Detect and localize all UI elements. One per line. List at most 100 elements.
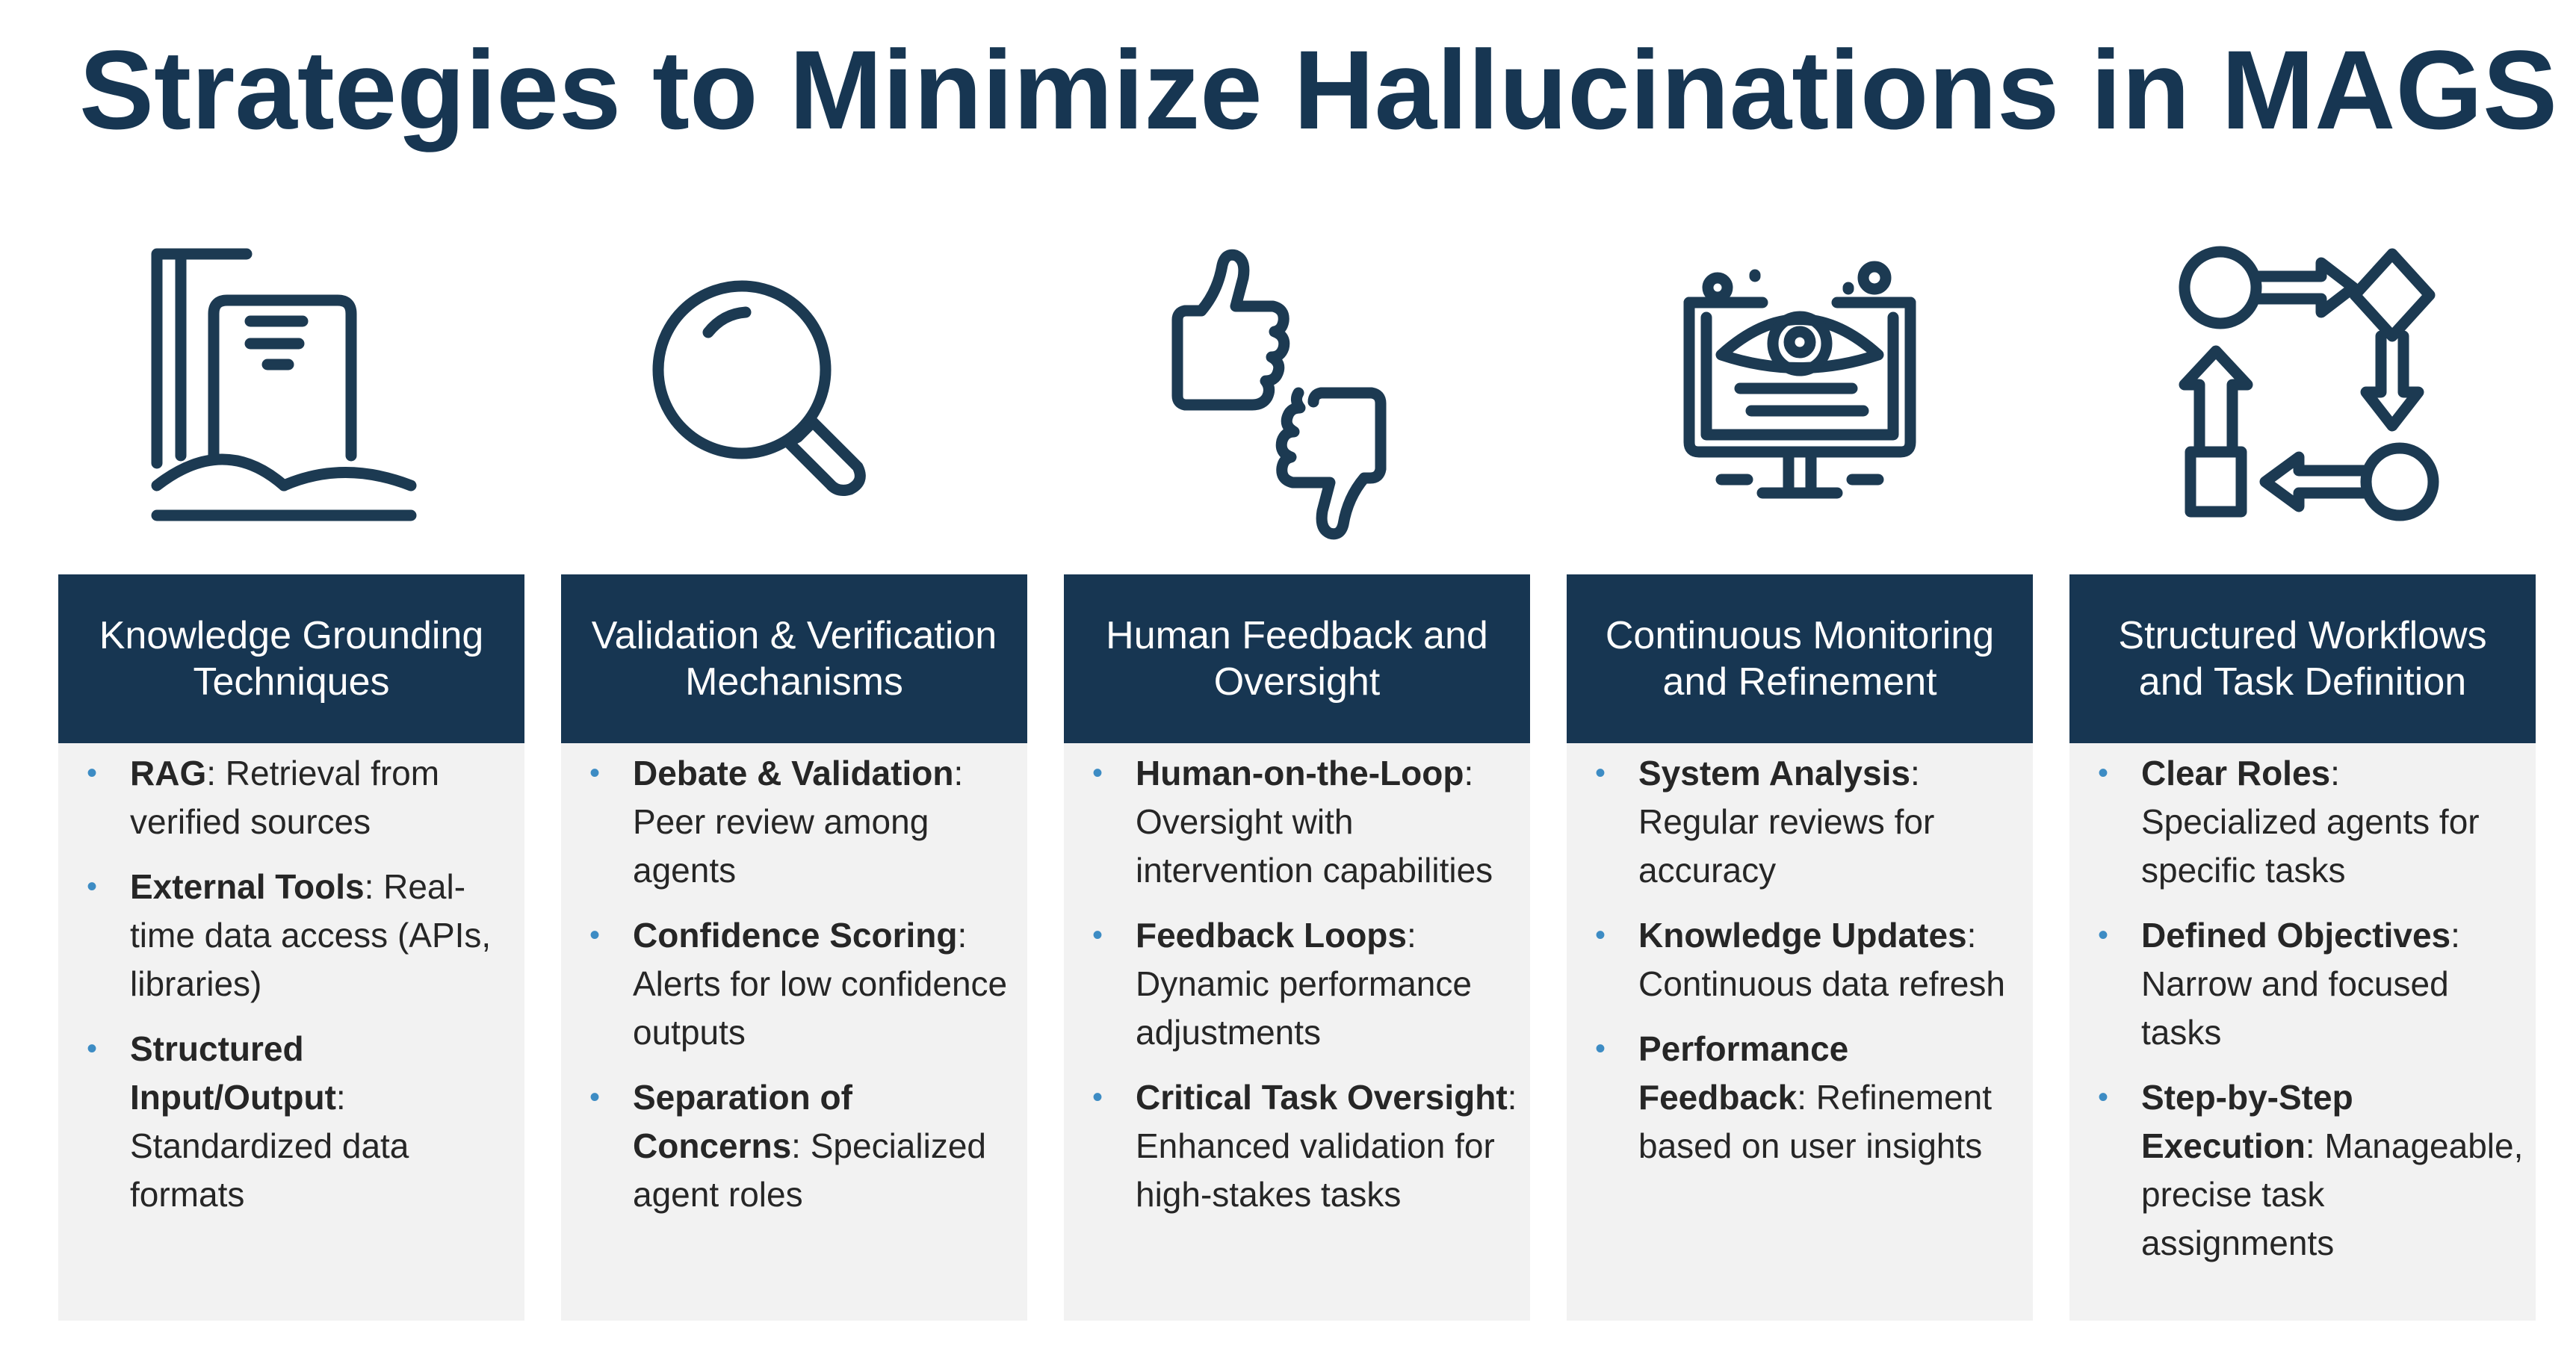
item-separator: : [1507, 1078, 1517, 1117]
bullet-icon: • [87, 757, 98, 790]
strategy-list: • RAG: Retrieval from verified sources •E… [73, 749, 513, 1219]
strategy-column-human-feedback: Human Feedback and Oversight • Human-on-t… [1064, 224, 1530, 1321]
book-document-icon [58, 224, 524, 553]
item-separator: : [1797, 1078, 1816, 1117]
item-description: Enhanced validation for high-stakes task… [1136, 1126, 1495, 1214]
list-item: •External Tools: Real-time data access (… [73, 863, 513, 1008]
strategy-list: •Human-on-the-Loop: Oversight with inter… [1079, 749, 1518, 1219]
bullet-icon: • [1595, 919, 1606, 952]
bullet-icon: • [1595, 757, 1606, 790]
list-item: • Structured Input/Output: Standardized d… [73, 1025, 513, 1219]
item-separator: : [2305, 1126, 2325, 1165]
list-item: • Knowledge Updates: Continuous data refr… [1582, 911, 2021, 1008]
item-description: Continuous data refresh [1638, 964, 2005, 1003]
strategy-list: • Debate & Validation: Peer review among … [576, 749, 1015, 1219]
list-item: • Defined Objectives: Narrow and focused … [2084, 911, 2524, 1057]
bullet-icon: • [1092, 919, 1103, 952]
strategy-body: •Human-on-the-Loop: Oversight with inter… [1064, 743, 1530, 1321]
item-separator: : [335, 1078, 346, 1117]
item-term: Structured Input/Output [130, 1029, 336, 1117]
item-description: Peer review among agents [633, 802, 929, 890]
item-term: Feedback Loops [1136, 916, 1407, 955]
strategy-body: • RAG: Retrieval from verified sources •E… [58, 743, 524, 1321]
strategy-column-workflows: Structured Workflows and Task Definition… [2069, 224, 2536, 1321]
list-item: •Clear Roles: Specialized agents for spe… [2084, 749, 2524, 895]
item-term: Defined Objectives [2141, 916, 2451, 955]
item-separator: : [364, 867, 384, 906]
list-item: • Confidence Scoring: Alerts for low conf… [576, 911, 1015, 1057]
item-description: Specialized agent roles [633, 1126, 986, 1214]
list-item: • Step-by-Step Execution: Manageable, pre… [2084, 1073, 2524, 1268]
list-item: • System Analysis: Regular reviews for ac… [1582, 749, 2021, 895]
strategy-body: • System Analysis: Regular reviews for ac… [1567, 743, 2033, 1321]
strategy-header-label: Continuous Monitoring and Refinement [1605, 614, 1995, 704]
bullet-icon: • [589, 1081, 601, 1114]
item-term: Clear Roles [2141, 754, 2331, 793]
item-description: Dynamic performance adjustments [1136, 964, 1472, 1052]
strategy-column-monitoring: Continuous Monitoring and Refinement • Sy… [1567, 224, 2033, 1321]
item-term: Confidence Scoring [633, 916, 958, 955]
strategy-header: Validation & Verification Mechanisms [561, 574, 1027, 743]
strategy-header: Continuous Monitoring and Refinement [1567, 574, 2033, 743]
list-item: • Critical Task Oversight: Enhanced valid… [1079, 1073, 1518, 1219]
item-separator: : [957, 916, 967, 955]
strategy-header-label: Validation & Verification Mechanisms [591, 614, 997, 704]
item-term: Human-on-the-Loop [1136, 754, 1464, 793]
item-description: Alerts for low confidence outputs [633, 964, 1008, 1052]
workflow-arrows-icon [2069, 224, 2536, 553]
item-description: Regular reviews for accuracy [1638, 802, 1935, 890]
bullet-icon: • [589, 919, 601, 952]
item-separator: : [206, 754, 226, 793]
strategy-header-label: Human Feedback and Oversight [1106, 614, 1488, 704]
thumbs-up-down-icon [1064, 224, 1530, 553]
monitor-eye-icon [1567, 224, 2033, 553]
item-term: System Analysis [1638, 754, 1910, 793]
item-term: Debate & Validation [633, 754, 954, 793]
item-separator: : [2450, 916, 2460, 955]
item-description: Narrow and focused tasks [2141, 964, 2449, 1052]
item-separator: : [953, 754, 964, 793]
item-description: Refinement based on user insights [1638, 1078, 1993, 1165]
item-term: Step-by-Step Execution [2141, 1078, 2353, 1165]
strategy-list: •Clear Roles: Specialized agents for spe… [2084, 749, 2524, 1268]
item-term: Performance Feedback [1638, 1029, 1849, 1117]
bullet-icon: • [2098, 919, 2109, 952]
list-item: • Debate & Validation: Peer review among … [576, 749, 1015, 895]
strategy-header-label: Structured Workflows and Task Definition [2118, 614, 2487, 704]
item-term: Separation of Concerns [633, 1078, 852, 1165]
item-term: Knowledge Updates [1638, 916, 1967, 955]
magnifying-glass-icon [561, 224, 1027, 553]
item-separator: : [1464, 754, 1474, 793]
bullet-icon: • [589, 757, 601, 790]
item-description: Real-time data access (APIs, libraries) [130, 867, 492, 1003]
strategy-list: • System Analysis: Regular reviews for ac… [1582, 749, 2021, 1170]
bullet-icon: • [1092, 757, 1103, 790]
list-item: • Separation of Concerns: Specialized age… [576, 1073, 1015, 1219]
bullet-icon: • [1595, 1032, 1606, 1065]
bullet-icon: • [2098, 757, 2109, 790]
bullet-icon: • [87, 870, 98, 903]
list-item: • Performance Feedback: Refinement based … [1582, 1025, 2021, 1170]
item-description: Retrieval from verified sources [130, 754, 440, 841]
item-separator: : [791, 1126, 811, 1165]
strategy-header-label: Knowledge Grounding Techniques [99, 614, 484, 704]
list-item: • RAG: Retrieval from verified sources [73, 749, 513, 846]
strategy-header: Knowledge Grounding Techniques [58, 574, 524, 743]
strategy-header: Human Feedback and Oversight [1064, 574, 1530, 743]
item-description: Standardized data formats [130, 1126, 409, 1214]
list-item: •Feedback Loops: Dynamic performance adj… [1079, 911, 1518, 1057]
strategy-body: •Clear Roles: Specialized agents for spe… [2069, 743, 2536, 1321]
strategy-header: Structured Workflows and Task Definition [2069, 574, 2536, 743]
item-description: Manageable, precise task assignments [2141, 1126, 2524, 1262]
item-separator: : [1910, 754, 1920, 793]
bullet-icon: • [1092, 1081, 1103, 1114]
bullet-icon: • [2098, 1081, 2109, 1114]
item-separator: : [1966, 916, 1977, 955]
list-item: •Human-on-the-Loop: Oversight with inter… [1079, 749, 1518, 895]
strategy-column-knowledge-grounding: Knowledge Grounding Techniques • RAG: Ret… [58, 224, 524, 1321]
item-term: RAG [130, 754, 207, 793]
bullet-icon: • [87, 1032, 98, 1065]
page-title: Strategies to Minimize Hallucinations in… [79, 27, 2558, 152]
item-separator: : [2330, 754, 2340, 793]
item-term: Critical Task Oversight [1136, 1078, 1508, 1117]
